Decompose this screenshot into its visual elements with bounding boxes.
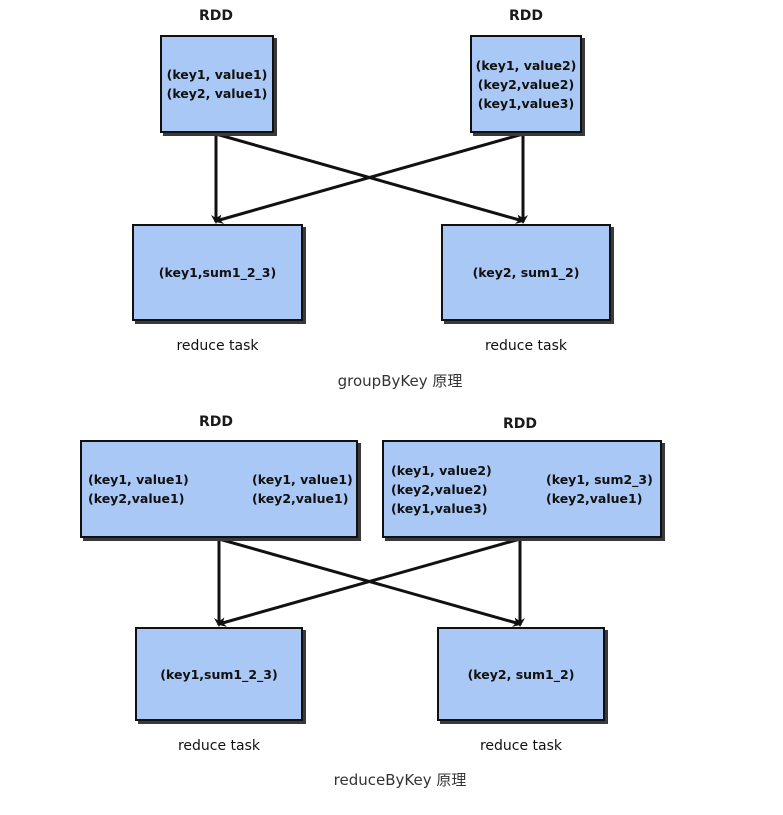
rdd-input-line: (key2,value2): [391, 481, 488, 497]
rdd-input-line: (key2,value1): [88, 491, 185, 506]
caption-groupbykey: groupByKey 原理: [337, 372, 463, 390]
reduce-task-label-left-2: reduce task: [177, 738, 261, 754]
rdd-box-left-2: (key1, value1) (key2,value1) (key1, valu…: [80, 440, 358, 538]
rdd-box-left: (key1, value1) (key2, value1): [160, 35, 274, 133]
reduce-result: (key1,sum1_2_3): [158, 265, 277, 280]
rdd-input-line: (key1, value1): [88, 472, 189, 487]
rdd-input-line: (key1, value2): [391, 462, 492, 478]
rdd-line: (key2,value2): [477, 76, 575, 92]
reduce-result: (key1,sum1_2_3): [160, 666, 278, 682]
rdd-line: (key2, value1): [166, 86, 268, 101]
rdd-box-right-2: (key1, value2) (key2,value2) (key1,value…: [382, 440, 662, 538]
rdd-output-line: (key1, value1): [252, 472, 353, 487]
arrow-right-to-left: [214, 132, 524, 224]
reduce-task-label-right: reduce task: [484, 338, 568, 354]
rdd-label-left-2: RDD: [198, 414, 234, 430]
reduce-result: (key2, sum1_2): [467, 666, 575, 682]
reduce-result: (key2, sum1_2): [472, 265, 580, 280]
reduce-box-left: (key1,sum1_2_3): [132, 224, 303, 321]
rdd-output-line: (key1, sum2_3): [546, 472, 653, 487]
rdd-box-right: (key1, value2) (key2,value2) (key1,value…: [470, 35, 582, 133]
rdd-label-left: RDD: [198, 8, 234, 24]
reduce-task-label-left: reduce task: [176, 338, 259, 354]
rdd-line: (key1, value2): [475, 57, 577, 73]
rdd-label-right: RDD: [508, 8, 544, 24]
reduce-box-left-2: (key1,sum1_2_3): [135, 627, 303, 721]
reduce-task-label-right-2: reduce task: [479, 738, 563, 754]
caption-reducebykey: reduceByKey 原理: [333, 771, 467, 789]
rdd-line: (key1, value1): [166, 67, 268, 82]
arrow-right-to-left-2: [217, 537, 521, 627]
rdd-label-right-2: RDD: [502, 416, 538, 432]
rdd-output-line: (key2,value1): [546, 491, 643, 506]
rdd-output-line: (key2,value1): [252, 491, 349, 506]
reduce-box-right-2: (key2, sum1_2): [437, 627, 605, 721]
rdd-input-line: (key1,value3): [391, 500, 488, 516]
reduce-box-right: (key2, sum1_2): [441, 224, 611, 321]
rdd-line: (key1,value3): [477, 95, 575, 111]
